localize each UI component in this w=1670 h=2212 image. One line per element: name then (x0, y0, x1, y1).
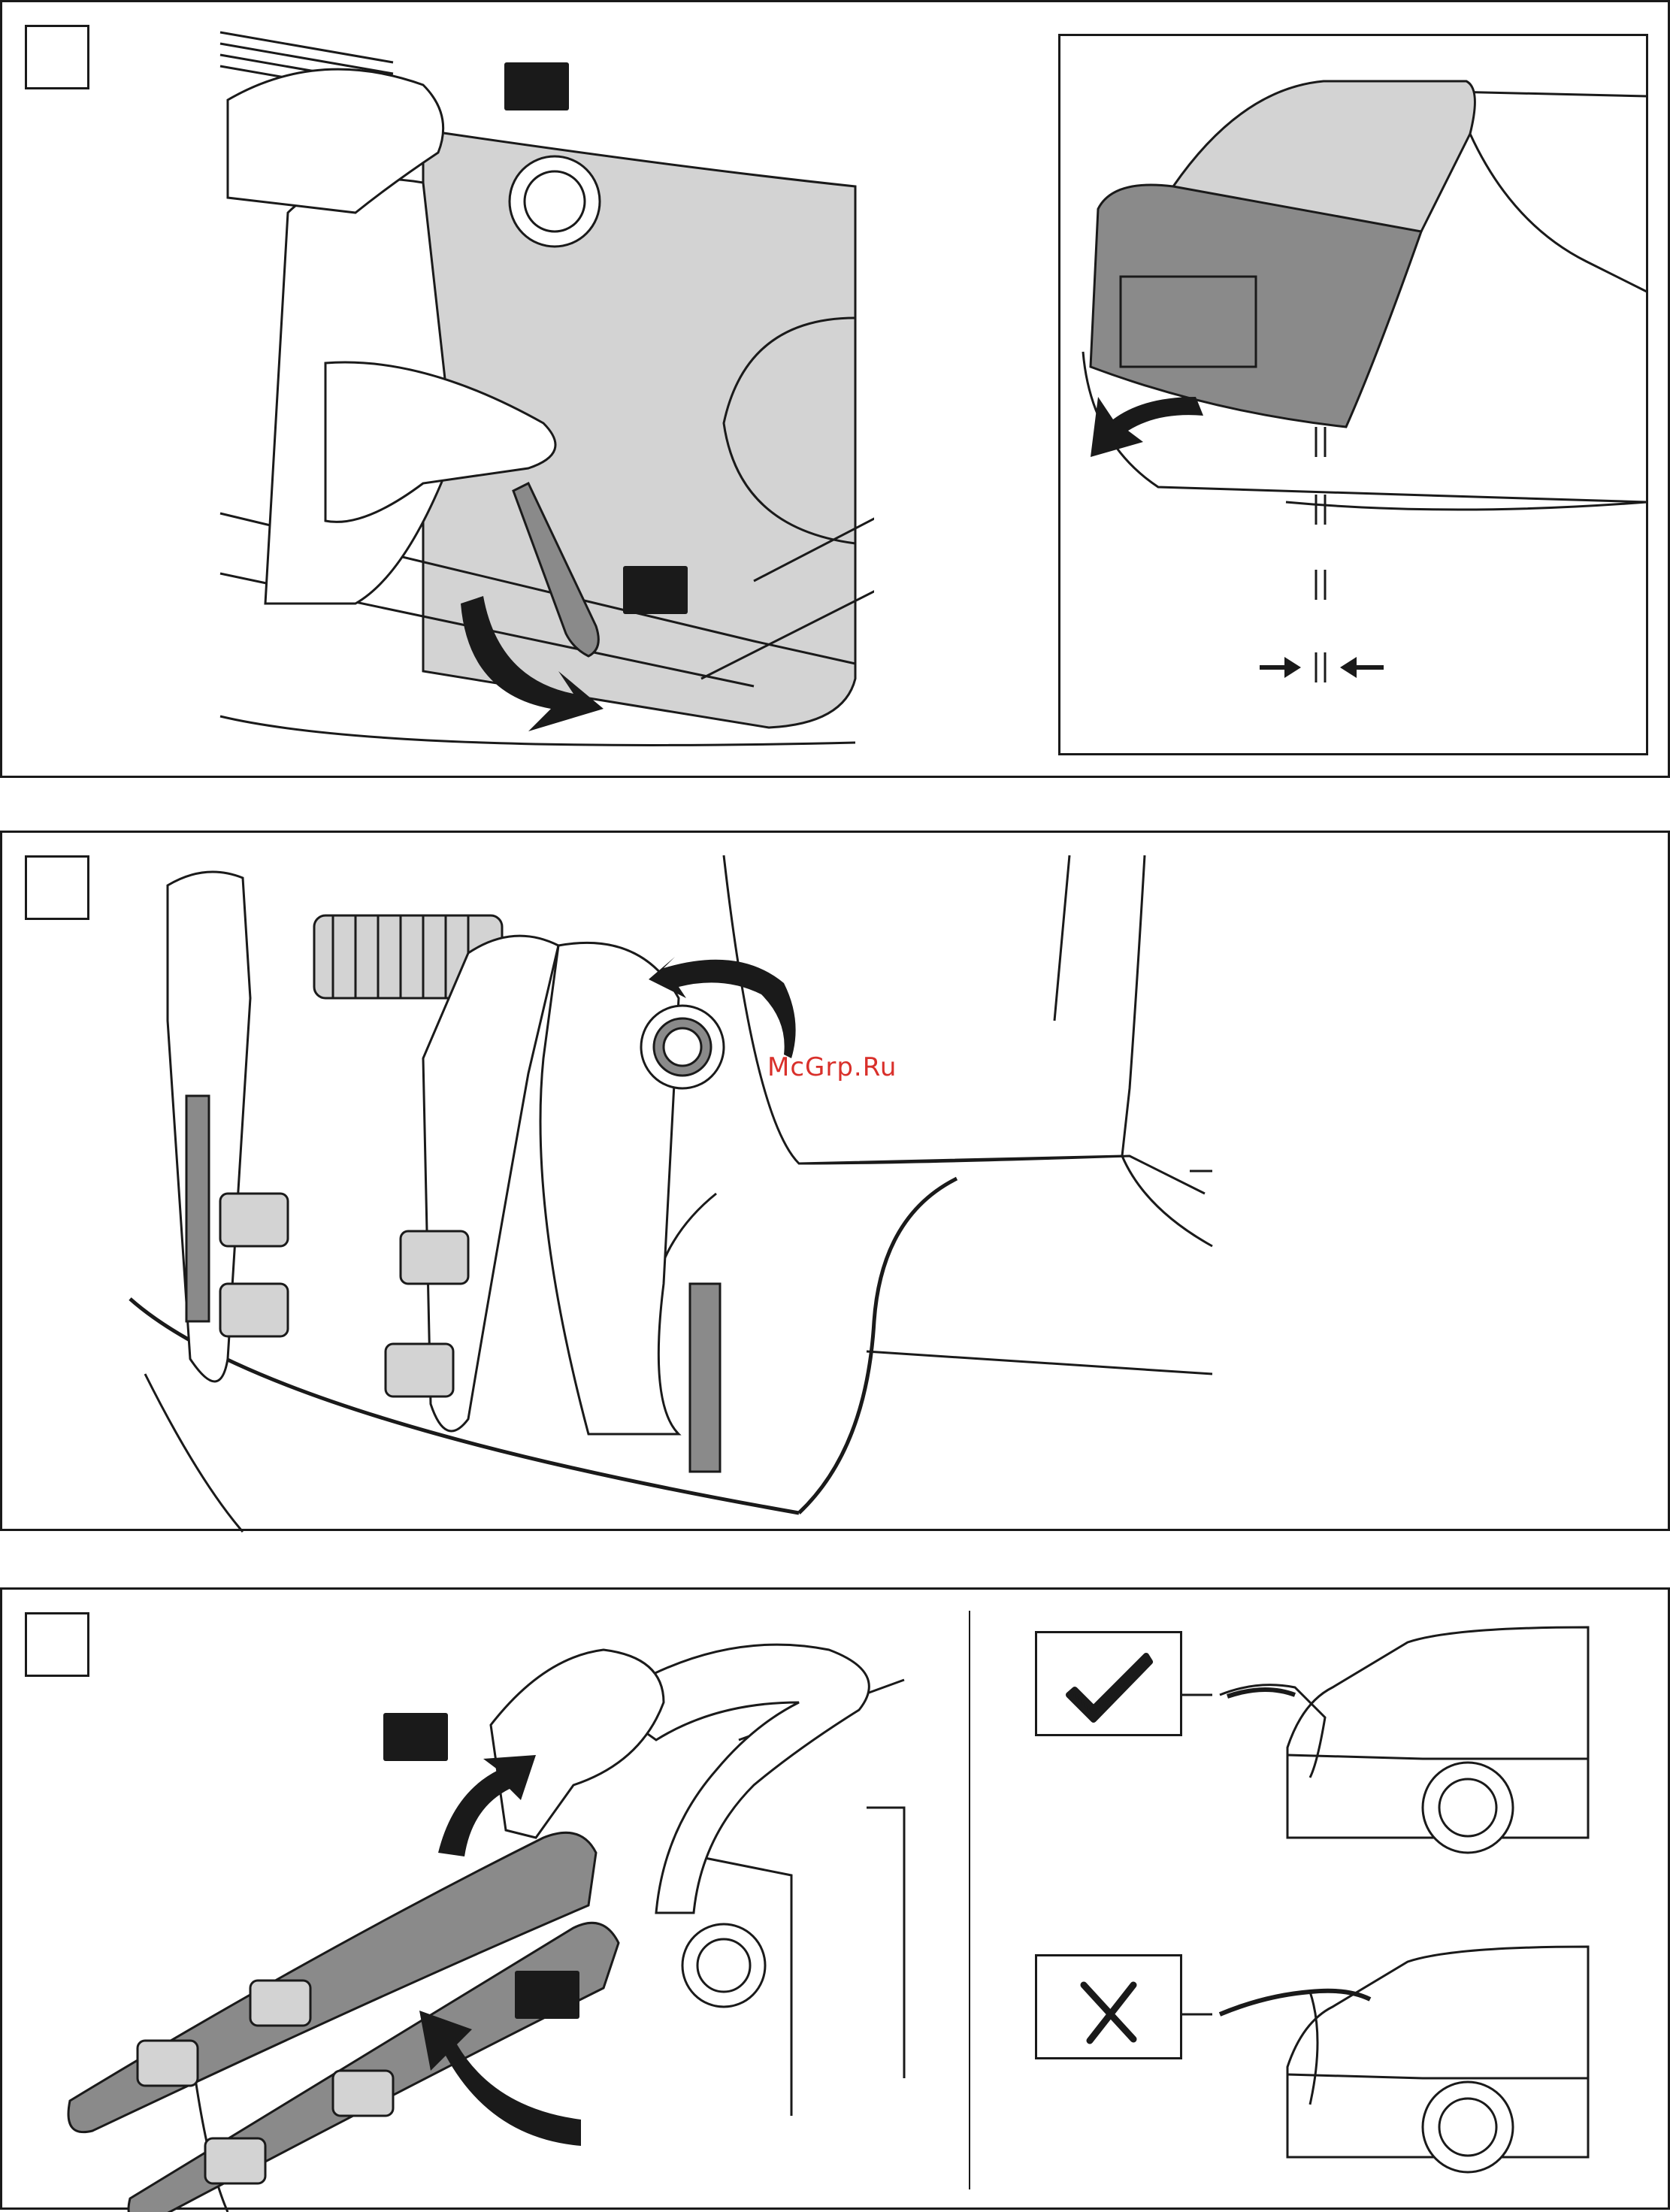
car-icon-2 (1182, 1932, 1603, 2180)
watermark-text: McGrp.Ru (767, 1052, 897, 1082)
inset-tailgate (1058, 34, 1648, 755)
hand-icon (491, 1650, 664, 1838)
callout-label-b (515, 1971, 579, 2019)
panel-step-1 (0, 0, 1670, 778)
panel-step-2: McGrp.Ru (0, 831, 1670, 1531)
cross-icon (1084, 1985, 1133, 2041)
panel-divider (969, 1611, 970, 2189)
panel-step-3 (0, 1587, 1670, 2210)
check-icon (1069, 1656, 1150, 1720)
car-icon (1182, 1612, 1603, 1860)
incorrect-box (1035, 1954, 1182, 2059)
callout-label-a (504, 62, 569, 110)
callout-label-a (383, 1713, 448, 1761)
bike-rack-icon (168, 872, 724, 1472)
rack-tighten-illustration (2, 833, 1670, 1533)
correct-box (1035, 1631, 1182, 1736)
rack-fold-illustration (2, 1590, 964, 2212)
align-arrows-icon (1260, 657, 1384, 678)
rack-mount-illustration (2, 2, 874, 780)
callout-label-b (623, 566, 688, 614)
